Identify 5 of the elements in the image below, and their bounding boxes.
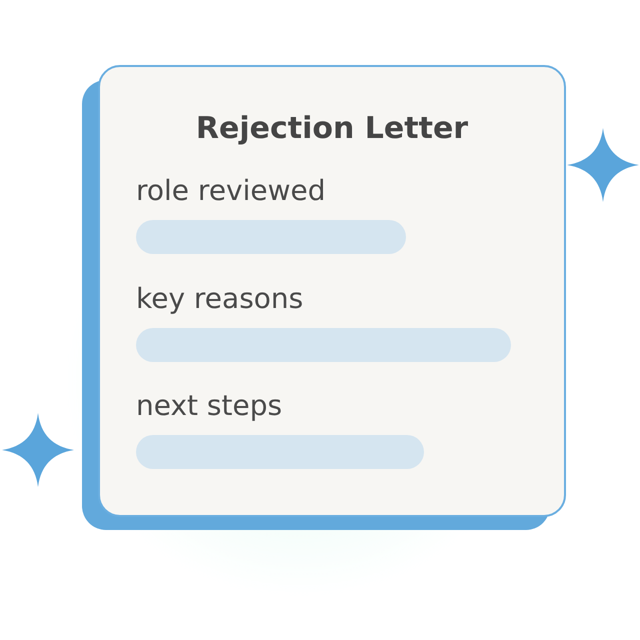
letter-heading: Rejection Letter: [194, 111, 470, 146]
letter-card: [98, 65, 566, 517]
field-label: next steps: [136, 389, 282, 422]
field-label: role reviewed: [136, 174, 326, 207]
field-label: key reasons: [136, 282, 304, 315]
